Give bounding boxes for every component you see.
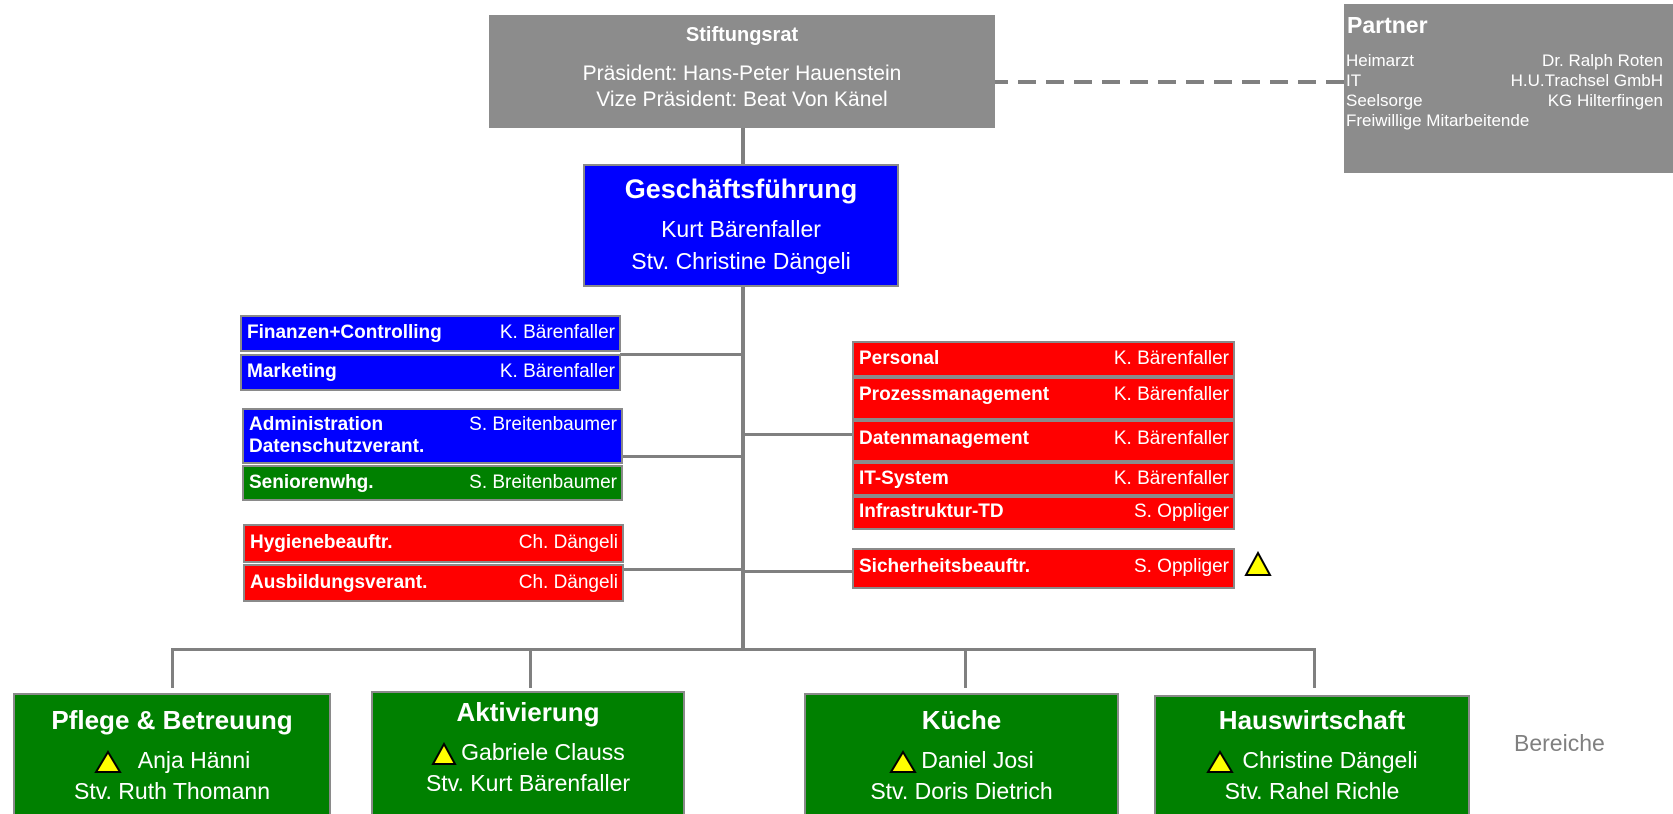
partner-name: Dr. Ralph Roten <box>1542 51 1663 70</box>
staff-person: K. Bärenfaller <box>499 361 615 382</box>
area-lead: Christine Dängeli <box>1242 747 1418 773</box>
area-title: Küche <box>921 705 1002 735</box>
board-title: Stiftungsrat <box>685 24 799 46</box>
connector-area-4 <box>1313 648 1316 688</box>
warning-triangle-icon <box>1244 551 1272 576</box>
staff-person: K. Bärenfaller <box>499 322 615 343</box>
warning-triangle-icon <box>93 749 122 773</box>
staff-hygiene: Hygienebeauftr. Ch. Dängeli <box>243 524 624 563</box>
warning-triangle-icon <box>1206 749 1235 773</box>
staff-marketing: Marketing K. Bärenfaller <box>240 354 621 391</box>
staff-person: Ch. Dängeli <box>518 572 618 593</box>
partner-name: H.U.Trachsel GmbH <box>1510 71 1663 90</box>
management-lead: Kurt Bärenfaller <box>661 216 821 242</box>
staff-training: Ausbildungsverant. Ch. Dängeli <box>243 564 624 602</box>
partner-row: Heimarzt Dr. Ralph Roten <box>1344 51 1673 71</box>
connector-admin <box>623 455 743 458</box>
partner-role: IT <box>1346 71 1362 90</box>
connector-area-1 <box>171 648 174 688</box>
partner-box: Partner Heimarzt Dr. Ralph Roten IT H.U.… <box>1344 4 1673 173</box>
area-care: Pflege & Betreuung Anja Hänni Stv. Ruth … <box>13 693 331 814</box>
staff-person: K. Bärenfaller <box>1113 384 1229 405</box>
area-housekeeping: Hauswirtschaft Christine Dängeli Stv. Ra… <box>1154 695 1470 814</box>
staff-person: K. Bärenfaller <box>1113 348 1229 369</box>
area-activation: Aktivierung Gabriele Clauss Stv. Kurt Bä… <box>371 691 685 814</box>
board-box: Stiftungsrat Präsident: Hans-Peter Hauen… <box>489 15 995 128</box>
staff-role-secondary: Datenschutzverant. <box>249 436 425 457</box>
staff-person: K. Bärenfaller <box>1113 468 1229 489</box>
partner-row: IT H.U.Trachsel GmbH <box>1344 71 1673 91</box>
staff-person: S. Oppliger <box>1133 501 1229 522</box>
staff-seniors: Seniorenwhg. S. Breitenbaumer <box>242 465 623 501</box>
staff-process: Prozessmanagement K. Bärenfaller <box>852 377 1235 420</box>
area-deputy: Stv. Doris Dietrich <box>870 778 1053 804</box>
area-lead: Daniel Josi <box>921 747 1034 773</box>
staff-role: Seniorenwhg. <box>249 472 374 493</box>
area-lead: Gabriele Clauss <box>461 739 625 765</box>
partner-row: Seelsorge KG Hilterfingen <box>1344 91 1673 111</box>
area-title: Hauswirtschaft <box>1218 705 1406 735</box>
staff-infrastructure: Infrastruktur-TD S. Oppliger <box>852 496 1235 530</box>
warning-triangle-icon <box>889 749 918 773</box>
warning-triangle-icon <box>431 741 457 765</box>
board-vice: Vize Präsident: Beat Von Känel <box>596 88 888 111</box>
connector-finance-marketing <box>620 353 743 356</box>
connector-main-trunk <box>741 287 745 650</box>
staff-personnel: Personal K. Bärenfaller <box>852 341 1235 377</box>
area-kitchen: Küche Daniel Josi Stv. Doris Dietrich <box>804 693 1119 814</box>
staff-administration: Administration S. Breitenbaumer Datenschu… <box>242 408 623 464</box>
staff-role: IT-System <box>859 468 949 489</box>
connector-safety <box>745 570 852 573</box>
area-deputy: Stv. Rahel Richle <box>1224 778 1400 804</box>
partner-role: Seelsorge <box>1346 91 1423 110</box>
connector-hygiene <box>624 568 743 571</box>
staff-person: S. Oppliger <box>1133 556 1229 577</box>
staff-role: Finanzen+Controlling <box>247 322 442 343</box>
management-box: Geschäftsführung Kurt Bärenfaller Stv. C… <box>583 164 899 287</box>
staff-role: Ausbildungsverant. <box>250 572 428 593</box>
partner-title: Partner <box>1347 12 1428 38</box>
staff-role: Sicherheitsbeauftr. <box>859 556 1031 577</box>
staff-finance: Finanzen+Controlling K. Bärenfaller <box>240 315 621 352</box>
area-lead: Anja Hänni <box>137 747 251 773</box>
staff-person: S. Breitenbaumer <box>469 472 617 493</box>
areas-label: Bereiche <box>1514 730 1605 756</box>
connector-area-2 <box>529 648 532 688</box>
connector-board-management <box>741 128 745 166</box>
staff-role: Infrastruktur-TD <box>859 501 1004 522</box>
partner-role: Heimarzt <box>1346 51 1415 70</box>
staff-role: Personal <box>859 348 940 369</box>
staff-role: Marketing <box>247 361 337 382</box>
board-president: Präsident: Hans-Peter Hauenstein <box>582 62 902 85</box>
staff-role: Datenmanagement <box>859 428 1029 449</box>
staff-role: Prozessmanagement <box>859 384 1050 405</box>
staff-it: IT-System K. Bärenfaller <box>852 462 1235 496</box>
staff-role: Hygienebeauftr. <box>250 532 393 553</box>
connector-right-group <box>745 433 852 436</box>
staff-data: Datenmanagement K. Bärenfaller <box>852 420 1235 462</box>
connector-area-3 <box>964 648 967 688</box>
staff-person: S. Breitenbaumer <box>469 414 617 435</box>
management-deputy: Stv. Christine Dängeli <box>631 248 851 274</box>
partner-row: Freiwillige Mitarbeitende <box>1344 111 1673 131</box>
area-title: Aktivierung <box>456 697 600 727</box>
area-title: Pflege & Betreuung <box>51 705 293 735</box>
connector-partner-dashed <box>990 80 1346 84</box>
management-title: Geschäftsführung <box>624 174 858 204</box>
partner-role: Freiwillige Mitarbeitende <box>1346 111 1530 130</box>
area-deputy: Stv. Kurt Bärenfaller <box>425 770 631 796</box>
partner-name: KG Hilterfingen <box>1547 91 1663 110</box>
staff-person: Ch. Dängeli <box>518 532 618 553</box>
area-deputy: Stv. Ruth Thomann <box>73 778 271 804</box>
staff-person: K. Bärenfaller <box>1113 428 1229 449</box>
staff-role: Administration <box>249 414 384 435</box>
staff-safety: Sicherheitsbeauftr. S. Oppliger <box>852 548 1235 589</box>
connector-areas-bus <box>171 648 1316 651</box>
